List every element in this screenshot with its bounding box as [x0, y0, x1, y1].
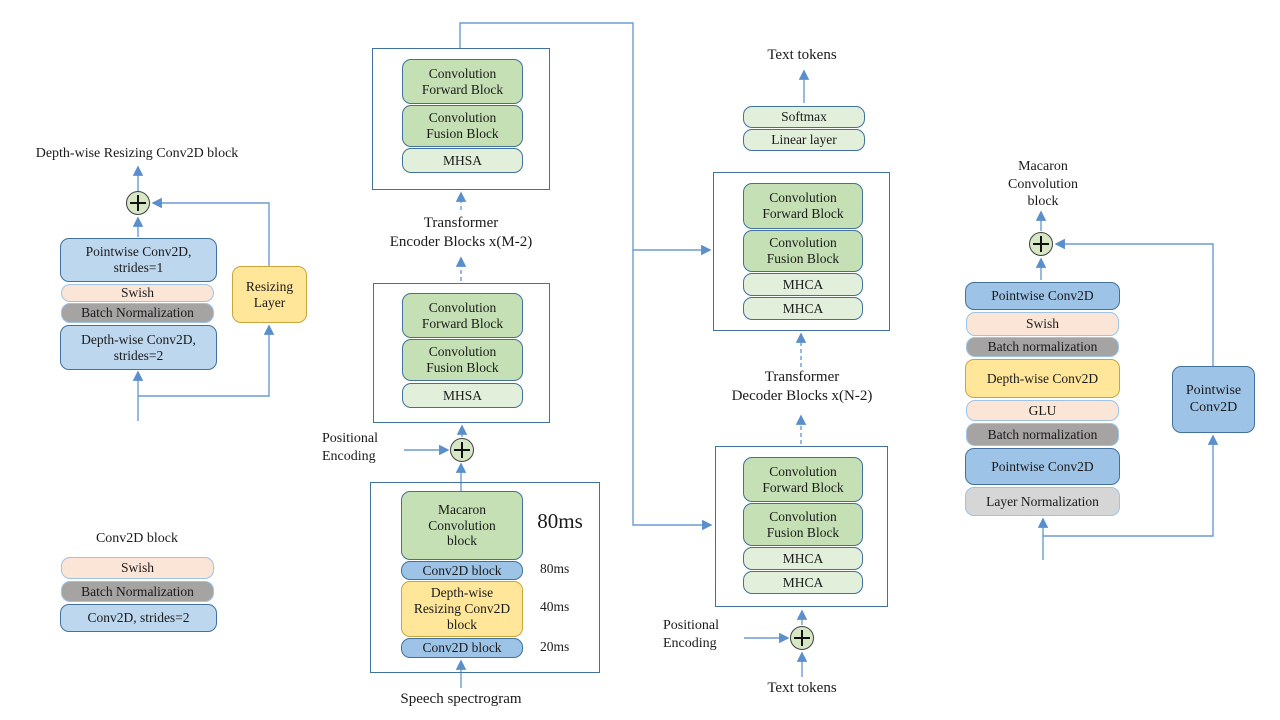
- macaron-block-title: Macaron Convolution block: [1007, 159, 1078, 209]
- enc-bottom-mhsa-block: MHSA: [402, 383, 523, 408]
- macaron-side-to-sum-arrow: [1054, 238, 1214, 366]
- encoder-positional-encoding-label: Positional Encoding: [322, 431, 379, 464]
- dec-bottom-mhca-block-1: MHCA: [743, 547, 863, 570]
- macaron-sum-plus-icon: [1029, 232, 1053, 256]
- mac-swish-block: Swish: [966, 312, 1119, 336]
- encoder-repeat-label: Transformer Encoder Blocks x(M-2): [389, 215, 533, 250]
- conv-conv2d-block: Conv2D, strides=2: [60, 604, 217, 632]
- dw-sum-plus-icon: [126, 191, 150, 215]
- dec-top-conv-forward-block: Convolution Forward Block: [743, 183, 863, 229]
- softmax-block: Softmax: [743, 106, 865, 128]
- encoder-top-box: [372, 48, 550, 190]
- frontend-dw-resizing-block: Depth-wise Resizing Conv2D block: [401, 581, 523, 637]
- conv2d-block-title: Conv2D block: [95, 531, 179, 546]
- mac-pointwise-conv2d-block-1: Pointwise Conv2D: [965, 282, 1120, 310]
- encoder-bottom-box: [373, 283, 550, 423]
- enc-bottom-conv-forward-block: Convolution Forward Block: [402, 293, 523, 338]
- conv-batch-norm-block: Batch Normalization: [61, 581, 214, 602]
- mac-batch-norm-block-2: Batch normalization: [966, 423, 1119, 446]
- decoder-top-box: [713, 172, 890, 331]
- mac-layer-norm-block: Layer Normalization: [965, 487, 1120, 516]
- dec-top-mhca-block-1: MHCA: [743, 273, 863, 296]
- dec-top-mhca-block-2: MHCA: [743, 297, 863, 320]
- frame-rate-20ms: 20ms: [540, 639, 570, 654]
- dw-swish-block: Swish: [61, 284, 214, 302]
- dw-input-branch-to-resizing-arrow: [138, 324, 275, 397]
- dw-depthwise-conv2d-block: Depth-wise Conv2D, strides=2: [60, 325, 217, 370]
- text-tokens-input-label: Text tokens: [767, 680, 837, 696]
- decoder-positional-encoding-label: Positional Encoding: [663, 618, 720, 651]
- frontend-conv2d-block-2: Conv2D block: [401, 638, 523, 658]
- frontend-box: [370, 482, 600, 673]
- encoder-to-decoder-bottom-connector: [459, 22, 713, 531]
- frame-rate-80ms: 80ms: [540, 561, 570, 576]
- encoder-sum-plus-icon: [450, 438, 474, 462]
- text-tokens-output-label: Text tokens: [767, 47, 837, 63]
- mac-glu-block: GLU: [966, 400, 1119, 421]
- frontend-macaron-block: Macaron Convolution block: [401, 491, 523, 560]
- dw-batch-norm-block: Batch Normalization: [61, 303, 214, 323]
- dw-block-title: Depth-wise Resizing Conv2D block: [35, 146, 239, 161]
- conv-swish-block: Swish: [61, 557, 214, 579]
- mac-side-pointwise-conv2d-block: Pointwise Conv2D: [1172, 366, 1255, 433]
- enc-top-conv-fusion-block: Convolution Fusion Block: [402, 105, 523, 147]
- dec-top-conv-fusion-block: Convolution Fusion Block: [743, 230, 863, 272]
- dec-bottom-mhca-block-2: MHCA: [743, 571, 863, 594]
- frame-rate-80ms-big: 80ms: [537, 509, 583, 533]
- macaron-input-branch-arrow: [1043, 434, 1219, 537]
- mac-batch-norm-block-1: Batch normalization: [966, 337, 1119, 357]
- frontend-conv2d-block-1: Conv2D block: [401, 561, 523, 580]
- enc-bottom-conv-fusion-block: Convolution Fusion Block: [402, 339, 523, 381]
- enc-top-mhsa-block: MHSA: [402, 148, 523, 173]
- enc-top-conv-forward-block: Convolution Forward Block: [402, 59, 523, 104]
- decoder-sum-plus-icon: [790, 626, 814, 650]
- frame-rate-40ms: 40ms: [540, 599, 570, 614]
- mac-depthwise-conv2d-block: Depth-wise Conv2D: [965, 359, 1120, 398]
- decoder-bottom-box: [715, 446, 888, 607]
- dw-resizing-to-sum-arrow: [151, 197, 270, 266]
- dec-bottom-conv-fusion-block: Convolution Fusion Block: [743, 503, 863, 546]
- mac-pointwise-conv2d-block-2: Pointwise Conv2D: [965, 448, 1120, 485]
- dw-pointwise-conv2d-block: Pointwise Conv2D, strides=1: [60, 238, 217, 282]
- dec-bottom-conv-forward-block: Convolution Forward Block: [743, 457, 863, 502]
- linear-layer-block: Linear layer: [743, 129, 865, 151]
- speech-spectrogram-label: Speech spectrogram: [400, 691, 522, 707]
- decoder-repeat-label: Transformer Decoder Blocks x(N-2): [731, 369, 873, 404]
- resizing-layer-block: Resizing Layer: [232, 266, 307, 323]
